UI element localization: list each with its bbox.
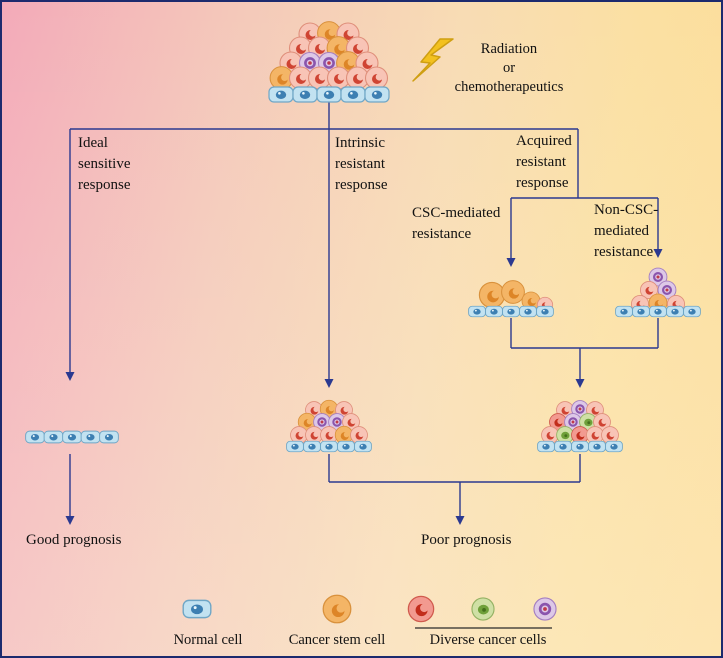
normal-cell-icon bbox=[588, 440, 606, 453]
branch-label-acquired: Acquired resistant response bbox=[516, 133, 572, 191]
pink-cancer-cell-icon bbox=[364, 66, 389, 90]
normal-cell-icon bbox=[536, 305, 554, 318]
normal-cell-icon bbox=[519, 305, 537, 318]
normal-cell-icon bbox=[268, 86, 294, 103]
legend-label-cancer-stem-cell: Cancer stem cell bbox=[288, 632, 386, 648]
connector-lines bbox=[69, 102, 659, 516]
legend-purple-cancer-cell-icon bbox=[532, 596, 558, 622]
normal-cell-icon bbox=[364, 86, 390, 103]
legend-normal-cell-icon bbox=[182, 599, 212, 619]
normal-cell-icon bbox=[43, 430, 64, 444]
cancer-stem-cell-icon bbox=[478, 281, 506, 309]
normal-cell-icon bbox=[649, 305, 667, 318]
legend-icons bbox=[182, 594, 558, 629]
connector-path bbox=[69, 102, 659, 516]
normal-cell-icon bbox=[340, 86, 366, 103]
normal-cell-icon bbox=[485, 305, 503, 318]
cancer-stem-cell-icon bbox=[501, 280, 525, 304]
acquired-resistant-tumor-icon bbox=[537, 399, 623, 453]
normal-cell-icon bbox=[571, 440, 589, 453]
normal-cell-icon bbox=[25, 430, 45, 444]
normal-cell-icon bbox=[99, 430, 119, 444]
normal-cell-icon bbox=[354, 440, 372, 453]
arrow-down-good-prognosis-icon bbox=[65, 516, 75, 525]
legend-green-cancer-cell-icon bbox=[471, 597, 495, 621]
normal-cell-icon bbox=[554, 440, 572, 453]
arrow-down-intrinsic-icon bbox=[324, 379, 334, 388]
outcome-good-prognosis: Good prognosis bbox=[26, 532, 122, 548]
legend-red-cancer-cell-icon bbox=[407, 595, 435, 623]
normal-cell-icon bbox=[286, 440, 304, 453]
branch-label-intrinsic: Intrinsic resistant response bbox=[335, 135, 388, 193]
normal-cell-icon bbox=[320, 440, 338, 453]
normal-cell-icon bbox=[316, 86, 342, 103]
legend-label-diverse-cancer-cells: Diverse cancer cells bbox=[429, 632, 547, 648]
legend-label-normal-cell: Normal cell bbox=[173, 632, 243, 648]
primary-tumor-icon bbox=[268, 21, 390, 103]
arrow-down-noncsc-icon bbox=[653, 249, 663, 258]
arrow-down-ideal-icon bbox=[65, 372, 75, 381]
trigger-label: Radiation or chemotherapeutics bbox=[454, 41, 564, 95]
branch-label-csc-mediated: CSC-mediated resistance bbox=[412, 205, 501, 242]
normal-cell-icon bbox=[292, 86, 318, 103]
normal-cell-icon bbox=[62, 430, 82, 444]
normal-cell-row-icon bbox=[25, 430, 119, 444]
normal-cell-icon bbox=[683, 305, 701, 318]
normal-cell-icon bbox=[502, 305, 520, 318]
arrow-down-poor-prognosis-icon bbox=[455, 516, 465, 525]
non-csc-mediated-cluster-icon bbox=[615, 266, 701, 318]
normal-cell-icon bbox=[468, 305, 486, 318]
normal-cell-icon bbox=[666, 305, 684, 318]
branch-label-non-csc-mediated: Non-CSC- mediated resistance bbox=[594, 202, 659, 260]
normal-cell-icon bbox=[80, 430, 101, 444]
intrinsic-resistant-tumor-icon bbox=[286, 399, 372, 453]
branch-label-ideal: Ideal sensitive response bbox=[78, 135, 131, 193]
normal-cell-icon bbox=[303, 440, 321, 453]
normal-cell-icon bbox=[632, 305, 650, 318]
arrow-down-csc-icon bbox=[506, 258, 516, 267]
lightning-bolt-icon bbox=[412, 38, 454, 82]
arrow-down-acquired-merge-icon bbox=[575, 379, 585, 388]
arrowheads bbox=[65, 249, 663, 525]
normal-cell-icon bbox=[605, 440, 623, 453]
normal-cell-icon bbox=[615, 305, 633, 318]
outcome-poor-prognosis: Poor prognosis bbox=[421, 532, 512, 548]
legend-cancer-stem-cell-icon bbox=[322, 594, 352, 624]
normal-cell-icon bbox=[337, 440, 355, 453]
normal-cell-icon bbox=[537, 440, 555, 453]
csc-mediated-cluster-icon bbox=[468, 280, 554, 318]
